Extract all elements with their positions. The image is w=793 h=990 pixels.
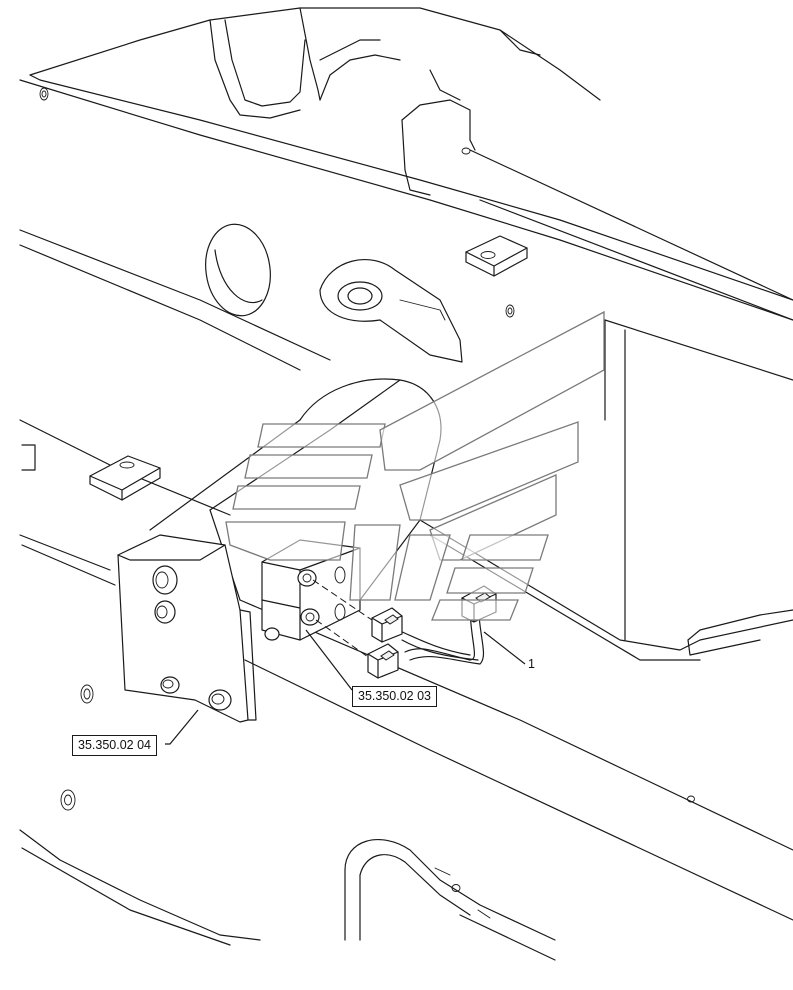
valve-block <box>261 539 361 641</box>
assembly-lines <box>312 579 373 658</box>
wiring-harness <box>397 603 485 665</box>
connector-lower <box>367 643 399 679</box>
lower-frame-member <box>19 829 556 961</box>
upper-frame-member <box>19 7 793 321</box>
leader-item-1 <box>483 631 526 665</box>
callout-ref-35-350-02-03: 35.350.02 03 <box>352 686 437 707</box>
watermark-logo <box>225 310 605 621</box>
mounting-tab-left <box>89 455 161 501</box>
mounting-tab-upper <box>465 235 528 277</box>
end-plate <box>60 534 257 811</box>
leader-lines <box>165 629 526 745</box>
pivot-boss <box>319 259 515 363</box>
frame-cutout <box>205 223 271 317</box>
connector-upper <box>371 607 403 643</box>
leader-35-350-02-03 <box>305 629 353 691</box>
item-number-1: 1 <box>528 657 535 671</box>
leader-35-350-02-04 <box>165 709 199 745</box>
callout-ref-35-350-02-04: 35.350.02 04 <box>72 735 157 756</box>
